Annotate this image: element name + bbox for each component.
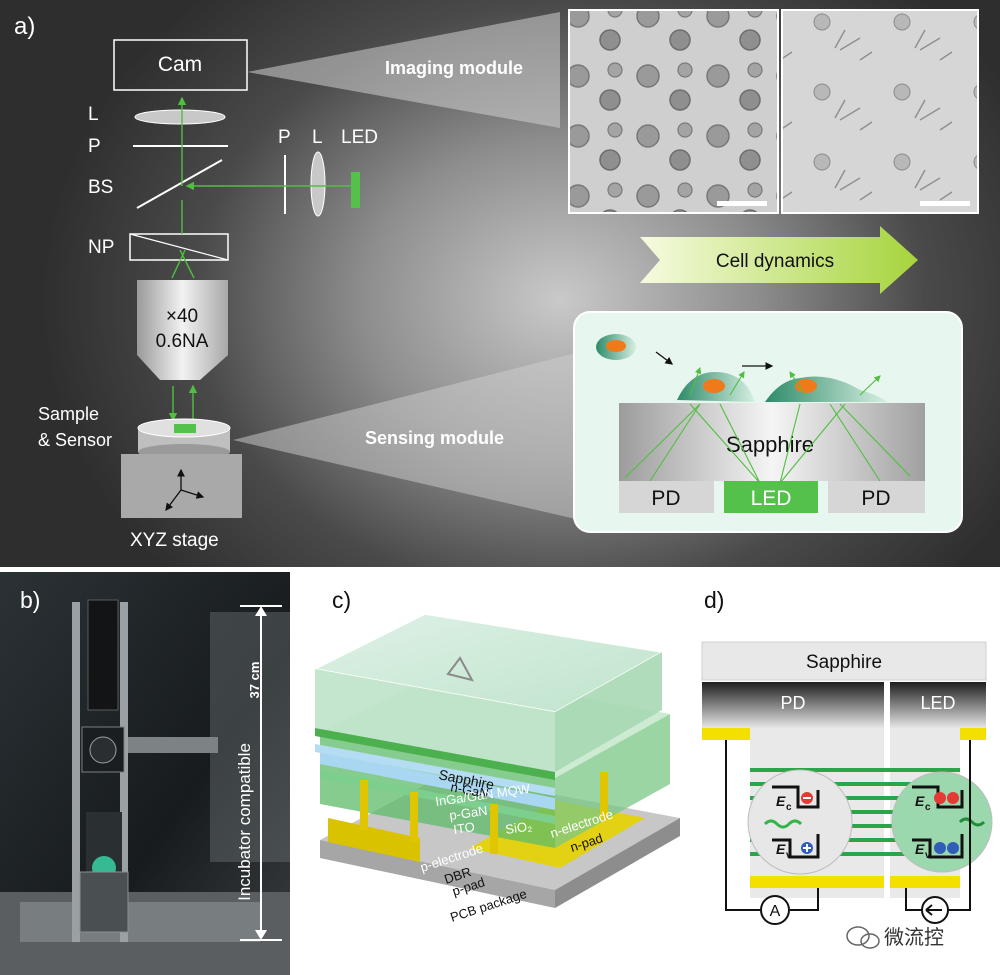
panel-d-label: d) [704,587,724,613]
led-band-diagram [891,771,993,873]
ammeter-icon [760,895,790,925]
camera-label: Cam [158,53,202,76]
led-chip-label: LED [751,487,792,510]
panel-c-label: c) [332,587,351,613]
height-label: 37 cm [247,662,262,699]
beam-splitter-line [136,159,223,209]
panel-b-label: b) [20,587,40,613]
imaging-module-label: Imaging module [385,58,523,78]
sapphire-label: Sapphire [726,432,814,457]
pd-left-label: PD [651,487,680,510]
sensing-module-label: Sensing module [365,428,504,448]
sensor-label: & Sensor [38,430,112,450]
cell-dynamics-arrow [640,226,918,294]
scale-bar-right [920,201,970,206]
objective-mag: ×40 [166,306,198,327]
watermark-text: 微流控 [884,926,944,949]
band-led-label: LED [920,693,955,713]
pd-right-label: PD [861,487,890,510]
led-ec: E [915,793,925,809]
layer-ngan: n-GaN [449,779,489,801]
camera-box [113,39,248,91]
pd-right [828,481,925,513]
layer-ito: ITO [452,819,475,837]
micrograph-right [781,9,979,214]
incubator-label: Incubator compatible [235,743,254,901]
polarizer-label: P [88,136,101,157]
layer-pgan: p-GaN [448,803,488,823]
panel-d-band: d) Sapphire PD LED E c E v E c E v A 微流控 [701,587,993,949]
panel-c-stack: c) Sapphire n-GaN InGa/GaN MQW p-GaN ITO… [312,587,680,925]
svg-text:c: c [925,802,931,813]
svg-text:c: c [786,802,792,813]
stage-label: XYZ stage [130,530,219,551]
source-polarizer-label: P [278,127,291,148]
layer-sio2: SiO₂ [504,818,533,837]
lens-shape [134,109,226,125]
source-led-label: LED [341,127,378,148]
beam-splitter-label: BS [88,177,113,198]
sensing-beam-cone [233,352,580,520]
objective-na: 0.6NA [156,331,209,352]
panel-b-photo: b) 37 cm Incubator compatible [0,572,290,975]
panel-a-label: a) [14,13,35,40]
led-region [890,682,986,728]
cell-dynamics-label: Cell dynamics [716,251,834,272]
scale-bar-left [717,201,767,206]
band-pd-label: PD [780,693,805,713]
pd-left [619,481,714,513]
pd-region [702,682,884,728]
svg-text:v: v [925,850,931,861]
lens-label: L [88,104,99,125]
sapphire-layer [619,403,925,481]
panel-a: a) Cam Imaging module L P BS NP P L LED … [0,0,1000,567]
pd-ec: E [776,793,786,809]
sample-label: Sample [38,404,99,424]
led-chip [724,481,818,513]
source-lens-label: L [312,127,323,148]
imaging-beam-cone [247,12,560,128]
led-source [351,172,360,208]
micrograph-left [568,9,779,214]
cell-3 [765,376,888,402]
nomarski-prism-box [129,233,229,261]
objective-body [137,280,228,380]
nomarski-prism-label: NP [88,237,114,258]
band-sapphire-label: Sapphire [806,652,882,673]
led-ev: E [915,841,925,857]
wechat-icon [846,926,880,949]
pd-ev: E [776,841,786,857]
sapphire-band [701,641,987,681]
svg-text:v: v [786,850,792,861]
ammeter-label: A [770,903,781,920]
